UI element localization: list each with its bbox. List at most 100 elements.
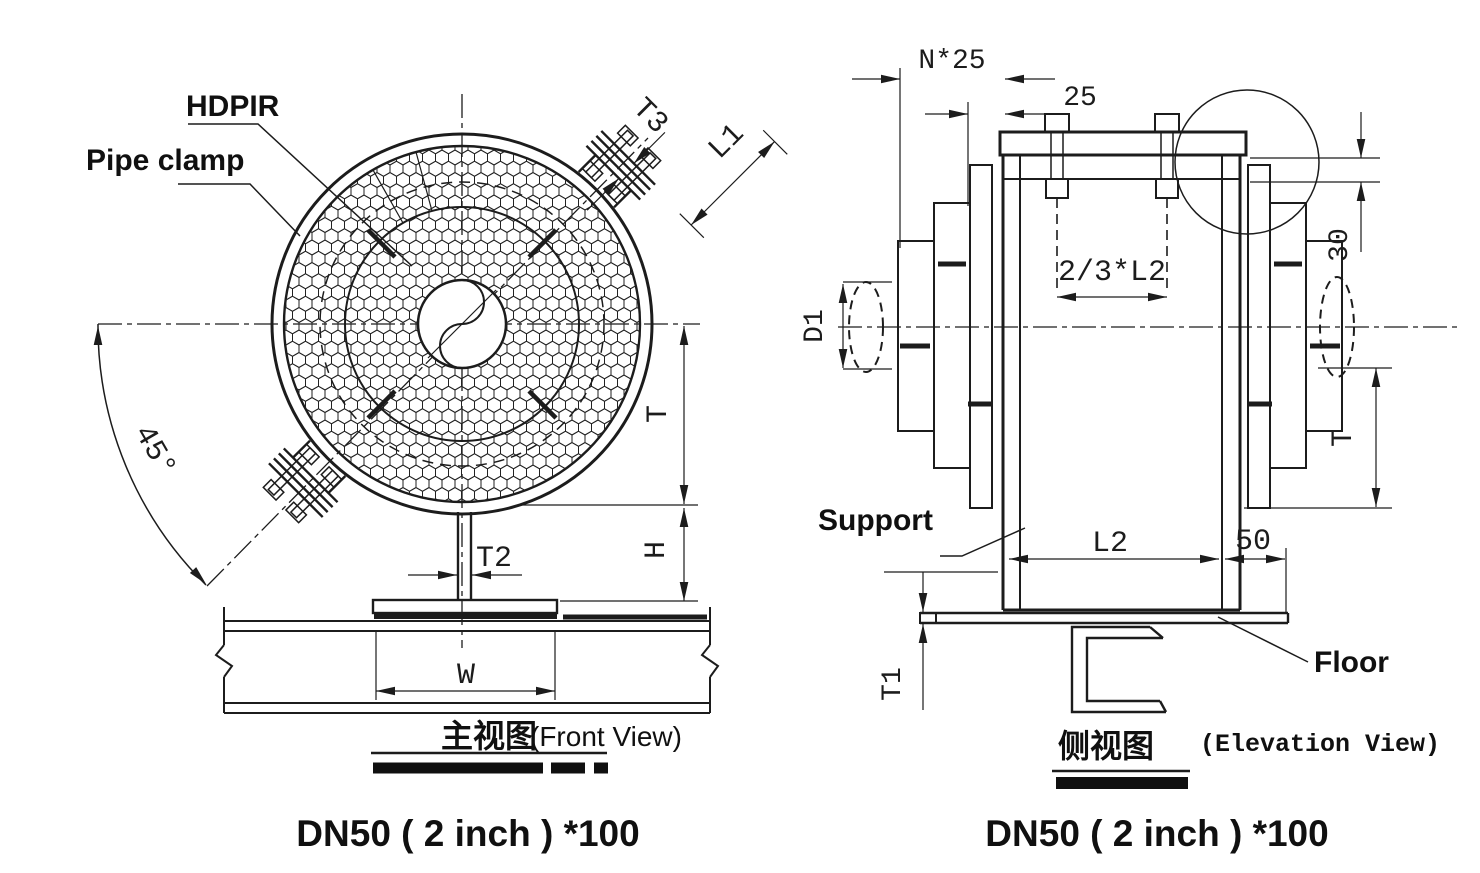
t1-dimension: T1 — [878, 571, 998, 710]
arrowhead — [691, 208, 708, 226]
arrowhead — [376, 686, 395, 696]
arrowhead — [93, 326, 103, 345]
insulation-layer-ring — [344, 206, 580, 442]
dim-25-group: 25 — [925, 83, 1097, 206]
arrowhead — [838, 284, 848, 303]
arrowhead — [1371, 488, 1381, 507]
insulation-joint-marks — [900, 261, 1340, 407]
clamp-outer-ring — [270, 132, 654, 516]
front-view: T3 L1 45° T H T2 — [86, 90, 788, 854]
pipe-clamp-assembly — [270, 132, 654, 516]
floor-label: Floor — [1314, 646, 1389, 679]
arrowhead — [918, 624, 928, 643]
elevation-caption: 侧视图 (Elevation View) DN50 ( 2 inch ) *10… — [985, 727, 1440, 854]
hdpir-label: HDPIR — [186, 90, 280, 123]
hdpir-callout: HDPIR — [186, 90, 413, 267]
arrowhead — [633, 147, 651, 164]
insulation-stack-left — [897, 164, 993, 509]
floor-section-elevation — [919, 611, 1290, 625]
lug-bolts — [581, 124, 662, 205]
radial-weld-lines — [372, 151, 433, 224]
dim-30: 30 — [1325, 228, 1356, 262]
front-size-label: DN50 ( 2 inch ) *100 — [296, 813, 639, 854]
front-caption-cn: 主视图 — [441, 717, 537, 755]
insulation-dashed-ring — [319, 181, 605, 467]
dim-w: W — [457, 659, 475, 693]
detail-circle — [1174, 89, 1320, 235]
arrowhead — [1057, 292, 1076, 302]
arrowhead — [536, 686, 555, 696]
floor-section-front — [214, 607, 720, 714]
stem-web — [456, 512, 473, 600]
dim-30-group: 30 — [1250, 112, 1380, 262]
support-label: Support — [818, 504, 933, 537]
front-view-caption: 主视图 (Front View) DN50 ( 2 inch ) *100 — [296, 717, 682, 854]
break-mark-left — [214, 644, 234, 678]
arrowhead — [838, 349, 848, 368]
dim-h: H — [640, 541, 674, 559]
arrowhead — [1266, 554, 1285, 564]
arrowhead — [602, 178, 619, 195]
arrowhead — [1148, 292, 1167, 302]
elevation-caption-en: (Elevation View) — [1200, 730, 1440, 759]
arrowhead — [189, 567, 206, 584]
support-callout: Support — [818, 504, 1026, 557]
channel-beam — [1070, 625, 1168, 714]
front-caption-en: (Front View) — [530, 721, 682, 752]
clamp-inner-ring — [282, 144, 642, 504]
arrowhead — [1371, 368, 1381, 387]
dim-t-front: T — [642, 405, 676, 423]
dim-t-elevation: T — [1327, 429, 1361, 447]
t2-dimension: T2 — [408, 542, 522, 576]
dim-d1: D1 — [800, 309, 831, 343]
arrowhead — [881, 74, 900, 84]
dimension-arrowheads — [93, 74, 1381, 696]
l2-50-dimensions: L2 50 — [1009, 525, 1287, 612]
arrowhead — [472, 570, 491, 580]
pipe-clamp-callout: Pipe clamp — [86, 144, 301, 237]
floor-leader — [1217, 616, 1309, 663]
dim-25: 25 — [1063, 83, 1097, 114]
arrowhead — [1009, 554, 1028, 564]
arrowhead — [679, 326, 689, 345]
arrowhead — [758, 141, 775, 159]
hdpir-leader — [188, 123, 413, 267]
floor-callout: Floor — [1217, 616, 1389, 679]
break-mark-right — [700, 644, 720, 678]
dim-t2: T2 — [476, 542, 512, 576]
arrowhead — [438, 570, 457, 580]
arrowhead — [1005, 74, 1024, 84]
dim-t1: T1 — [878, 667, 909, 701]
elevation-size-label: DN50 ( 2 inch ) *100 — [985, 813, 1328, 854]
w-dimension: W — [375, 632, 556, 700]
arrowhead — [679, 582, 689, 601]
arrowhead — [1356, 182, 1366, 201]
dim-45deg: 45° — [126, 420, 182, 484]
support-body — [998, 130, 1248, 612]
arrowhead — [679, 508, 689, 527]
dim-frac-l2: 2/3*L2 — [1058, 256, 1166, 290]
base-plate — [371, 598, 559, 619]
dim-50: 50 — [1235, 525, 1271, 559]
dim-n25: N*25 — [918, 46, 985, 77]
pipe-outline — [838, 276, 1462, 378]
pipe-clamp-label: Pipe clamp — [86, 144, 244, 177]
pipe-clamp-leader — [178, 183, 301, 237]
angle-dimension: 45° — [97, 323, 207, 586]
elevation-view: N*25 25 30 2/3*L2 D1 T L2 50 T1 — [800, 46, 1462, 854]
anchor-bolts — [1044, 113, 1180, 292]
arrowhead — [1005, 109, 1024, 119]
arrowhead — [918, 593, 928, 612]
arrowhead — [1200, 554, 1219, 564]
t-dimension-right: T — [1244, 367, 1392, 509]
support-leader — [940, 527, 1026, 557]
arrowhead — [1225, 554, 1244, 564]
arrowhead — [679, 485, 689, 504]
dim-l2: L2 — [1092, 527, 1128, 561]
elevation-caption-cn: 侧视图 — [1058, 727, 1154, 765]
clamp-lug-bottom-left — [262, 439, 347, 524]
arrowhead — [1356, 139, 1366, 158]
t-h-dimensions: T H — [520, 326, 698, 602]
